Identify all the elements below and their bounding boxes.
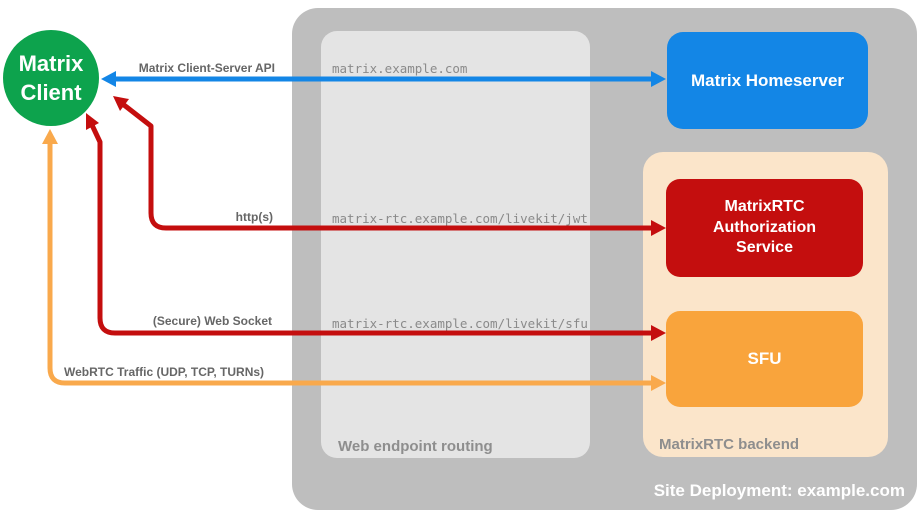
endpoint-livekit-jwt: matrix-rtc.example.com/livekit/jwt (332, 211, 588, 226)
web-endpoint-routing-caption: Web endpoint routing (338, 438, 493, 455)
matrix-client-node: Matrix Client (3, 30, 99, 126)
arrow-label-matrix-client-server-api: Matrix Client-Server API (138, 61, 275, 75)
matrix-client-label-line2: Client (20, 80, 82, 105)
sfu-node: SFU (666, 311, 863, 407)
endpoint-livekit-sfu: matrix-rtc.example.com/livekit/sfu (332, 316, 588, 331)
matrixrtc-authorization-service-label: MatrixRTC Authorization Service (712, 197, 817, 257)
endpoint-matrix-example-com: matrix.example.com (332, 61, 468, 76)
web-endpoint-routing-panel (321, 31, 590, 458)
arrow-label-https: http(s) (235, 210, 273, 224)
matrix-client-label-line1: Matrix (18, 50, 84, 76)
matrix-homeserver-node: Matrix Homeserver (667, 32, 868, 129)
arrow-label-secure-web-socket: (Secure) Web Socket (152, 314, 272, 328)
matrixrtc-backend-caption: MatrixRTC backend (659, 436, 800, 453)
arrow-label-webrtc-traffic: WebRTC Traffic (UDP, TCP, TURNs) (64, 365, 265, 379)
matrixrtc-authorization-service-node: MatrixRTC Authorization Service (666, 179, 863, 277)
matrix-homeserver-label: Matrix Homeserver (690, 70, 845, 90)
site-deployment-title: Site Deployment: example.com (653, 481, 905, 500)
sfu-label: SFU (747, 349, 782, 368)
